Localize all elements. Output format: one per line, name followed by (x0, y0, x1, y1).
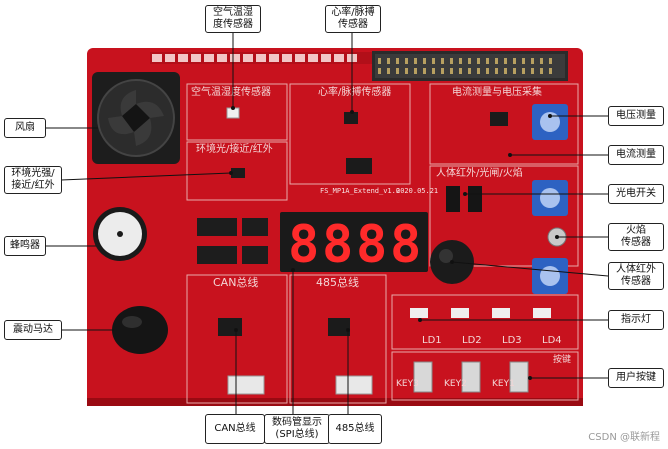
leader-current-dot (508, 153, 512, 157)
led-4 (533, 308, 551, 318)
leader-body (451, 261, 609, 277)
led-1 (410, 308, 428, 318)
silk-key-2: KEY2 (444, 379, 467, 389)
silk-body: 人体红外/光闸/火焰 (436, 166, 523, 179)
callout-can-bus: CAN总线 (205, 414, 265, 444)
callout-photo-switch: 光电开关 (608, 184, 664, 204)
section-led-outline (391, 294, 579, 350)
callout-buzzer: 蜂鸣器 (4, 236, 46, 256)
leader-env-dot (229, 171, 233, 175)
callout-fan: 风扇 (4, 118, 46, 138)
silk-key-1: KEY1 (492, 379, 515, 389)
key-1 (509, 361, 529, 393)
vibration-motor-shine (122, 316, 142, 328)
silk-key-3: KEY3 (396, 379, 419, 389)
leader-env (60, 172, 232, 181)
can-connector (227, 375, 265, 395)
silk-date: 2020.05.21 (396, 187, 438, 195)
env-sensor-chip (231, 168, 245, 178)
callout-user-keys: 用户按键 (608, 368, 664, 388)
leader-voltage-dot (548, 114, 552, 118)
pir-lens-highlight (439, 249, 453, 263)
callout-heart-sensor: 心率/脉搏 传感器 (325, 5, 381, 33)
callout-env-light: 环境光强/ 接近/红外 (4, 166, 62, 194)
buzzer-hole (117, 231, 123, 237)
seg-display-body (280, 212, 428, 272)
watermark: CSDN @联新程 (588, 432, 660, 443)
rs485-connector (335, 375, 373, 395)
seg-digit-1: 8 (288, 215, 319, 275)
silk-heart: 心率/脉搏传感器 (318, 85, 391, 98)
shift-register-chip-1 (197, 218, 237, 236)
led-3 (492, 308, 510, 318)
callout-current: 电流测量 (608, 145, 664, 165)
callout-seg-display: 数码管显示 (SPI总线) (264, 414, 330, 444)
current-sense-chip (490, 112, 508, 126)
leader-photo-dot (463, 192, 467, 196)
section-485-outline (289, 274, 387, 404)
callout-indicator: 指示灯 (608, 310, 664, 330)
silk-model: FS_MP1A_Extend_v1.0 (320, 187, 400, 195)
can-transceiver-chip (218, 318, 242, 336)
silk-air: 空气温湿度传感器 (191, 85, 271, 98)
callout-flame-sensor: 火焰 传感器 (608, 223, 664, 251)
heart-opamp-chip (346, 158, 372, 174)
key-3 (413, 361, 433, 393)
leader-can-dot (234, 328, 238, 332)
shift-register-chip-2 (197, 246, 237, 264)
leader-body-dot (450, 260, 454, 264)
section-can-outline (186, 274, 288, 404)
key-2 (461, 361, 481, 393)
heart-sensor-chip (344, 112, 358, 124)
led-2 (451, 308, 469, 318)
silk-env: 环境光/接近/红外 (196, 142, 273, 155)
callout-air-sensor: 空气温湿 度传感器 (205, 5, 261, 33)
callout-vibration-motor: 震动马达 (4, 320, 62, 340)
section-env-outline (186, 141, 288, 201)
gpio-header-pinrow (378, 58, 552, 74)
section-body-outline (429, 165, 579, 267)
seg-digit-2: 8 (322, 215, 353, 275)
pcb-edge-shade (87, 398, 583, 406)
vibration-motor-body (112, 306, 168, 354)
silk-key-label: 按键 (553, 353, 571, 365)
silk-led-4: LD4 (542, 335, 562, 346)
seg-digit-3: 8 (356, 215, 387, 275)
silk-485: 485总线 (316, 275, 359, 289)
photo-switch-slot (460, 186, 468, 212)
silk-can: CAN总线 (213, 275, 258, 289)
leader-seg-dot (291, 268, 295, 272)
potentiometer-body-knob (540, 266, 560, 286)
section-air-outline (186, 83, 288, 141)
section-heart-outline (289, 83, 411, 185)
shift-register-chip-3 (242, 218, 268, 236)
callout-body-ir: 人体红外 传感器 (608, 262, 664, 290)
silk-current: 电流测量与电压采集 (452, 85, 542, 98)
callout-voltage: 电压测量 (608, 106, 664, 126)
leader-485-dot (346, 328, 350, 332)
leader-keys-dot (528, 376, 532, 380)
silk-led-3: LD3 (502, 335, 522, 346)
leader-flame-dot (555, 235, 559, 239)
section-key-outline (391, 351, 579, 401)
leader-indicator-dot (418, 318, 422, 322)
leader-air-dot (231, 106, 235, 110)
shift-register-chip-4 (242, 246, 268, 264)
gpio-header-pins (375, 54, 565, 78)
fan-blades (108, 90, 164, 146)
seg-digit-4: 8 (390, 215, 421, 275)
leader-heart-dot (350, 110, 354, 114)
potentiometer-voltage-knob (540, 112, 560, 132)
callout-rs485: 485总线 (328, 414, 382, 444)
silk-led-1: LD1 (422, 335, 442, 346)
section-current-outline (429, 83, 579, 165)
silk-led-2: LD2 (462, 335, 482, 346)
potentiometer-photo-knob (540, 188, 560, 208)
rs485-transceiver-chip (328, 318, 350, 336)
